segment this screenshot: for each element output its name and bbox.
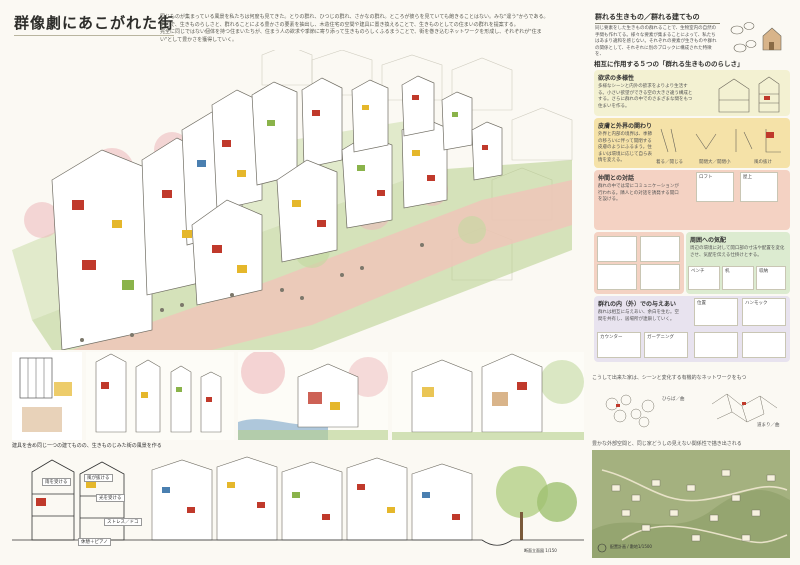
label-sun: 光を受ける <box>96 494 125 502</box>
vignette-4 <box>392 352 584 440</box>
intro-para-1: 同じものが集まっている風景を私たちは何度も見てきた。とりの群れ、ひつじの群れ、さ… <box>160 14 549 20</box>
network-legend-1: ひらば／曲 <box>662 397 685 402</box>
thumb-position: 位置 <box>694 298 738 326</box>
box-dialogue-body: 群れの中では常にコミュニケーションが行われる。隣人との対話を誘発する開口を設ける… <box>598 184 679 202</box>
site-map <box>592 450 790 558</box>
network-panel: こうして出来た家は、シーンと変化する有機的なネットワークをもつ ひらば／曲 道ま… <box>592 374 790 436</box>
thumb-scene-2 <box>640 236 680 262</box>
vignette-1-drawing <box>19 357 72 432</box>
dialogue-thumbs <box>594 232 684 294</box>
map-footer: 配置計画 / 敷地1/1500 <box>610 544 652 549</box>
box-desire-diversity: 欲求の多様性 多様なシーンと内外の欲求をよりより生活する。小さい欲望ができる空の… <box>594 70 790 116</box>
thumb-rooftop-label: 屋上 <box>743 175 752 180</box>
vignette-1 <box>12 352 82 440</box>
thumb-desk-label: 机 <box>725 269 730 274</box>
box-surroundings: 周囲への気配 周辺の環境に対して開口部の寸法や配置を変化させ、気配を伝える仕掛け… <box>686 232 790 294</box>
thumb-desk: 机 <box>722 266 754 290</box>
box-desire-diversity-body: 多様なシーンと内外の欲求をよりより生活する。小さい欲望ができる空の大きさ違う構成… <box>598 84 693 109</box>
box-skin-outside: 皮膚と外界の関わり 外界と内部の境界は、季節の移ろいに伴って開閉する皮膚のように… <box>594 118 790 168</box>
network-caption: こうして出来た家は、シーンと変化する有機的なネットワークをもつ <box>592 375 747 381</box>
box-give-take-body: 群れは相互に与えあい、余白を生む。空間を共有し、居場所が連鎖していく。 <box>598 310 679 322</box>
site-map-panel: 豊かな外部空間と、同じ家どうしの見えない関係性で描き出される 配置計画 / 敷地… <box>592 440 790 558</box>
thumb-bench-label: ベンチ <box>691 269 705 274</box>
skin-diagram <box>660 128 781 153</box>
thumb-gardening: ガーデニング <box>644 332 688 358</box>
label-wind-through: 風が抜ける <box>84 474 113 482</box>
elevation-footer: 断面立面図 1/150 <box>524 548 557 553</box>
thumb-rooftop: 屋上 <box>740 172 778 202</box>
page-title: 群像劇にあこがれた街 <box>14 12 175 36</box>
label-wear: 着る／開じる <box>656 160 683 165</box>
vignette-3 <box>238 350 388 440</box>
thumb-hammock-label: ハンモック <box>745 301 768 306</box>
thumb-loft-label: ロフト <box>699 175 713 180</box>
vignette-2-drawing <box>95 353 222 433</box>
animal-house-sketch <box>730 22 782 53</box>
section-diagram-1 <box>718 76 780 113</box>
thumb-storage-label: 収納 <box>759 269 768 274</box>
map-caption: 豊かな外部空間と、同じ家どうしの見えない関係性で描き出される <box>592 441 742 447</box>
elevation-caption: 建具を含め同じ一つの建てものの、生きものじみた街の風景を作る <box>12 443 162 449</box>
label-rain: 雨を受ける <box>42 478 71 486</box>
vignette-2 <box>86 352 234 440</box>
box-dialogue: 仲間との対話 群れの中では常にコミュニケーションが行われる。隣人との対話を誘発す… <box>594 170 790 230</box>
intro-para-3: 完全に同じではない個体を持つ住まいたちが、住まう人の欲求や季節に寄り添って生きも… <box>160 29 542 43</box>
thumb-hammock: ハンモック <box>742 298 786 326</box>
thumb-scene-4 <box>640 264 680 290</box>
box-give-take-title: 群れの内（外）での与えあい <box>598 301 677 308</box>
thumb-gardening-label: ガーデニング <box>647 335 674 340</box>
thumb-storage: 収納 <box>756 266 786 290</box>
box-surroundings-body: 周辺の環境に対して開口部の寸法や配置を変化させ、気配を伝える仕掛けとする。 <box>690 246 785 258</box>
right-heading-body: 同じ要素をした生きものの群れることで、生物室内の自然の手間も作れてる。様々な要素… <box>595 26 717 57</box>
label-sleep: 休憩＋ピアノ <box>78 538 111 546</box>
label-open-close: 開閉大／開閉小 <box>699 160 731 165</box>
elevation-drawing <box>12 456 584 546</box>
thumb-scene-1 <box>597 236 637 262</box>
thumb-loft: ロフト <box>696 172 734 202</box>
thumb-scene-5 <box>694 332 738 358</box>
thumb-bench: ベンチ <box>688 266 720 290</box>
label-wind: 風の抜け <box>754 160 772 165</box>
perspective-strip <box>12 350 584 440</box>
right-header: 群れる生きもの／群れる建てもの 同じ要素をした生きものの群れることで、生物室内の… <box>595 12 785 67</box>
vignette-4-drawing <box>392 353 584 440</box>
box-skin-outside-body: 外界と内部の境界は、季節の移ろいに伴って開閉する皮膚のようにふるまう。住まいは環… <box>598 132 652 163</box>
intro-para-2: そこで、生きものらしさと、群れることによる豊かさの要素を抽出し、木造住宅の空間や… <box>160 21 519 28</box>
thumb-counter-label: カウンター <box>600 335 623 340</box>
aerial-perspective <box>12 50 577 350</box>
thumb-scene-3 <box>597 264 637 290</box>
network-diagram <box>605 393 778 428</box>
vignette-3-drawing <box>238 350 388 440</box>
network-legend-2: 道まり／曲 <box>757 423 780 428</box>
aerial-drawing <box>12 50 573 350</box>
five-characteristics-heading: 相互に作用する５つの「群れる生きもののらしさ」 <box>594 60 744 68</box>
box-skin-outside-title: 皮膚と外界の関わり <box>598 123 653 130</box>
box-surroundings-title: 周囲への気配 <box>690 237 727 244</box>
box-desire-diversity-title: 欲求の多様性 <box>598 75 635 82</box>
elevation-panel: 建具を含め同じ一つの建てものの、生きものじみた街の風景を作る <box>12 442 584 560</box>
label-storage: ストレス／ドコ <box>104 518 142 526</box>
intro-text: 同じものが集まっている風景を私たちは何度も見てきた。とりの群れ、ひつじの群れ、さ… <box>160 14 550 44</box>
five-characteristics-panel: 相互に作用する５つの「群れる生きもののらしさ」 欲求の多様性 多様なシーンと内外… <box>590 58 790 368</box>
right-heading: 群れる生きもの／群れる建てもの <box>595 12 720 24</box>
thumb-scene-6 <box>742 332 786 358</box>
thumb-position-label: 位置 <box>697 301 706 306</box>
box-give-take: 群れの内（外）での与えあい 群れは相互に与えあい、余白を生む。空間を共有し、居場… <box>594 296 790 362</box>
box-dialogue-title: 仲間との対話 <box>598 175 634 182</box>
thumb-counter: カウンター <box>597 332 641 358</box>
